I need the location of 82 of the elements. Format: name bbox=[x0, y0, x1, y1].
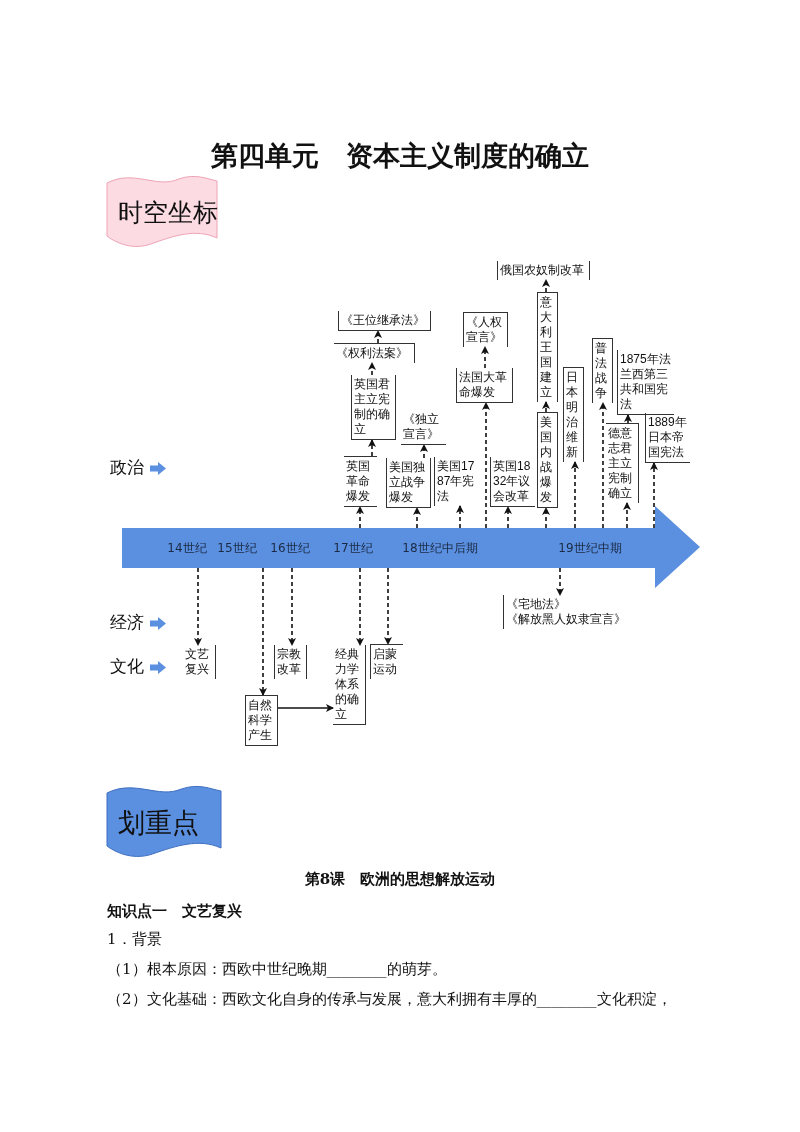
event-text: 英国1832年议会改革 bbox=[493, 459, 532, 504]
event-text: 宗教改革 bbox=[277, 647, 302, 677]
event-text: 日本明治维新 bbox=[566, 370, 579, 460]
arrow bbox=[288, 567, 296, 646]
arrow bbox=[624, 414, 632, 424]
event-box bbox=[497, 261, 590, 280]
event-box bbox=[401, 410, 446, 445]
arrow bbox=[542, 401, 550, 413]
event-text: 意大利王国建立 bbox=[540, 295, 553, 400]
arrow bbox=[542, 279, 550, 293]
event-box bbox=[537, 292, 558, 402]
event-text: 俄国农奴制改革 bbox=[500, 263, 585, 278]
event-text: 英国君主立宪制的确立 bbox=[354, 377, 391, 437]
arrow bbox=[650, 462, 658, 529]
banner-title: 时空坐标 bbox=[118, 197, 218, 229]
event-box bbox=[183, 645, 216, 679]
text-line: 知识点一 文艺复兴 bbox=[107, 902, 242, 921]
event-box bbox=[606, 423, 639, 503]
text-line: （2）文化基础：西欧文化自身的传承与发展，意大利拥有丰厚的________文化积淀， bbox=[107, 990, 672, 1009]
event-text: 1875年法兰西第三共和国宪法 bbox=[620, 352, 672, 412]
event-text: 《独立宣言》 bbox=[403, 412, 440, 442]
event-text: 1889年日本帝国宪法 bbox=[648, 415, 688, 460]
event-text: 《解放黑人奴隶宣言》 bbox=[506, 612, 627, 627]
century-label: 17世纪 bbox=[333, 540, 373, 557]
arrow bbox=[482, 402, 490, 529]
event-text: 《王位继承法》 bbox=[341, 313, 426, 328]
century-label: 15世纪 bbox=[217, 540, 257, 557]
event-box bbox=[344, 456, 377, 507]
arrow bbox=[356, 567, 364, 646]
event-text: 德意志君主立宪制确立 bbox=[608, 426, 633, 501]
arrow bbox=[368, 439, 376, 457]
arrow bbox=[374, 330, 382, 344]
arrow bbox=[481, 346, 489, 369]
event-text: 普法战争 bbox=[595, 341, 608, 401]
text-line: 1．背景 bbox=[107, 930, 162, 949]
event-text: 自然科学产生 bbox=[248, 698, 273, 743]
arrow bbox=[542, 507, 550, 529]
arrow bbox=[368, 362, 376, 376]
event-box bbox=[338, 311, 431, 331]
arrow bbox=[623, 502, 631, 529]
category-label: 文化 bbox=[110, 655, 144, 678]
event-box bbox=[563, 367, 584, 462]
arrow bbox=[194, 567, 202, 646]
century-label: 19世纪中期 bbox=[558, 540, 622, 557]
event-text: 美国独立战争爆发 bbox=[389, 460, 426, 505]
text-line: （1）根本原因：西欧中世纪晚期________的萌芽。 bbox=[107, 960, 447, 979]
century-label: 14世纪 bbox=[167, 540, 207, 557]
section-banner bbox=[106, 785, 222, 858]
event-box bbox=[333, 645, 366, 725]
arrow bbox=[599, 402, 607, 529]
arrow bbox=[384, 567, 392, 645]
section-banner bbox=[106, 175, 218, 248]
event-box bbox=[537, 412, 558, 508]
arrow bbox=[571, 461, 579, 529]
event-text: 美国内战爆发 bbox=[540, 415, 553, 505]
timeline-arrow bbox=[122, 505, 702, 589]
event-box bbox=[334, 343, 415, 363]
arrow bbox=[259, 567, 267, 696]
event-text: 《人权宣言》 bbox=[466, 315, 503, 345]
arrow bbox=[277, 704, 334, 712]
arrow bbox=[456, 505, 464, 529]
event-text: 文艺复兴 bbox=[185, 647, 210, 677]
page-title: 第四单元 资本主义制度的确立 bbox=[210, 139, 590, 173]
category-label: 政治 bbox=[110, 456, 144, 479]
event-text: 启蒙运动 bbox=[373, 647, 398, 677]
arrow bbox=[356, 506, 364, 529]
century-label: 16世纪 bbox=[270, 540, 310, 557]
text-line: 第8课 欧洲的思想解放运动 bbox=[303, 870, 497, 889]
century-label: 18世纪中后期 bbox=[402, 540, 478, 557]
category-label: 经济 bbox=[110, 611, 144, 634]
banner-title: 划重点 bbox=[118, 805, 199, 840]
event-text: 《宅地法》 bbox=[506, 597, 567, 612]
arrow bbox=[420, 444, 428, 459]
arrow bbox=[504, 506, 512, 529]
event-text: 英国革命爆发 bbox=[346, 459, 371, 504]
event-text: 经典力学体系的确立 bbox=[335, 647, 360, 722]
arrow bbox=[413, 507, 421, 529]
event-text: 《权利法案》 bbox=[336, 346, 409, 361]
event-text: 法国大革命爆发 bbox=[459, 370, 508, 400]
arrow bbox=[556, 567, 564, 596]
event-text: 美国1787年宪法 bbox=[437, 459, 476, 504]
event-box bbox=[592, 338, 613, 403]
